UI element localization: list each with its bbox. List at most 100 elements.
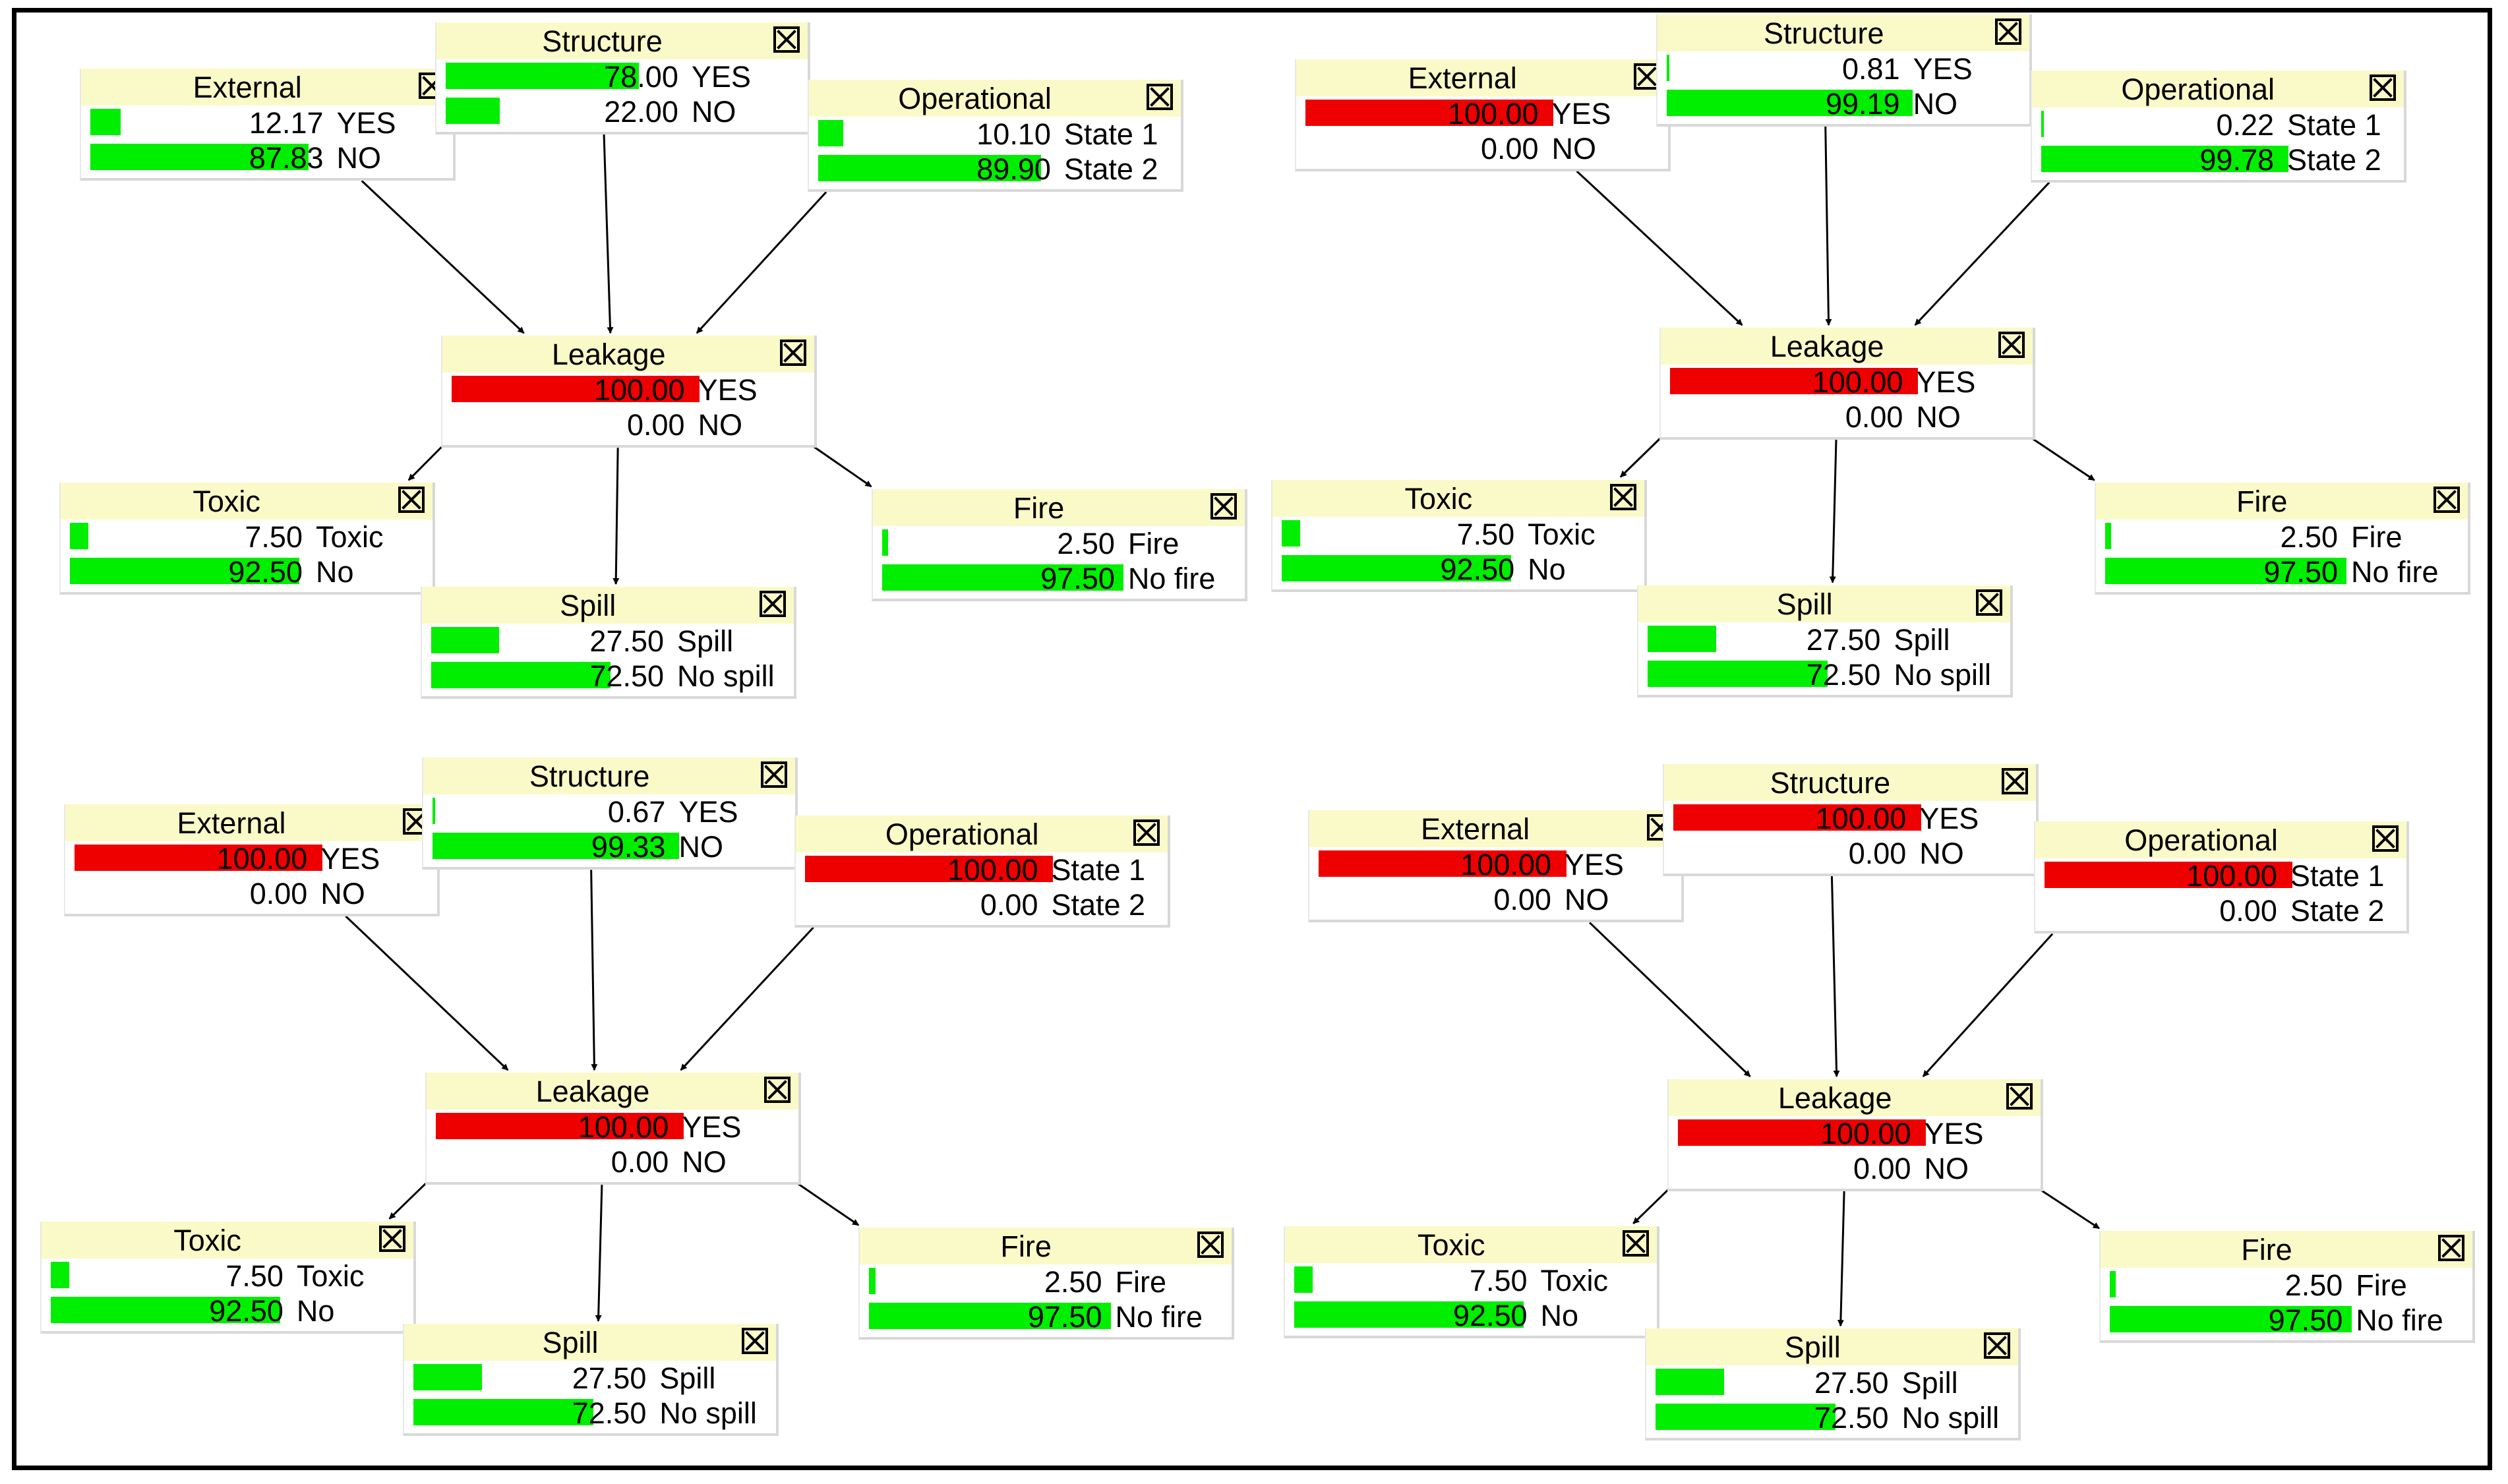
close-icon[interactable] (1998, 332, 2025, 359)
node-header[interactable]: Operational (808, 80, 1181, 117)
node-header[interactable]: Operational (796, 815, 1168, 852)
close-icon[interactable] (398, 487, 425, 514)
close-icon[interactable] (2433, 487, 2460, 514)
node-header[interactable]: Fire (872, 489, 1245, 527)
node-header[interactable]: Spill (1638, 585, 2011, 622)
close-icon[interactable] (2006, 1083, 2033, 1110)
node-header[interactable]: Leakage (1661, 328, 2033, 365)
node-header[interactable]: Toxic (1285, 1226, 1657, 1263)
node-header[interactable]: Structure (1664, 764, 2036, 802)
node-header[interactable]: Leakage (442, 336, 815, 373)
node-header[interactable]: Leakage (427, 1073, 798, 1110)
node-header[interactable]: Fire (860, 1228, 1232, 1265)
node-header[interactable]: External (65, 804, 437, 841)
close-icon[interactable] (1197, 1232, 1224, 1259)
close-icon[interactable] (1210, 493, 1237, 520)
close-icon[interactable] (2437, 1235, 2464, 1262)
close-icon[interactable] (1984, 1332, 2011, 1359)
close-icon[interactable] (2369, 74, 2396, 101)
node-header[interactable]: Structure (1657, 14, 2030, 51)
close-icon[interactable] (1976, 589, 2003, 616)
node-header[interactable]: Structure (423, 757, 796, 795)
node-header[interactable]: Structure (436, 22, 808, 59)
node-header[interactable]: Toxic (41, 1221, 413, 1259)
close-icon[interactable] (759, 590, 786, 617)
node-header[interactable]: Fire (2101, 1231, 2472, 1268)
close-icon[interactable] (780, 340, 807, 367)
close-icon[interactable] (2372, 825, 2399, 852)
node-header[interactable]: Spill (421, 586, 794, 624)
close-icon[interactable] (763, 1077, 791, 1104)
close-icon[interactable] (773, 26, 800, 53)
node-header[interactable]: External (1296, 59, 1669, 96)
node-header[interactable]: Spill (404, 1323, 776, 1361)
node-header[interactable]: Operational (2035, 821, 2407, 859)
node-header[interactable]: Spill (1646, 1328, 2019, 1366)
close-icon[interactable] (1146, 84, 1173, 111)
